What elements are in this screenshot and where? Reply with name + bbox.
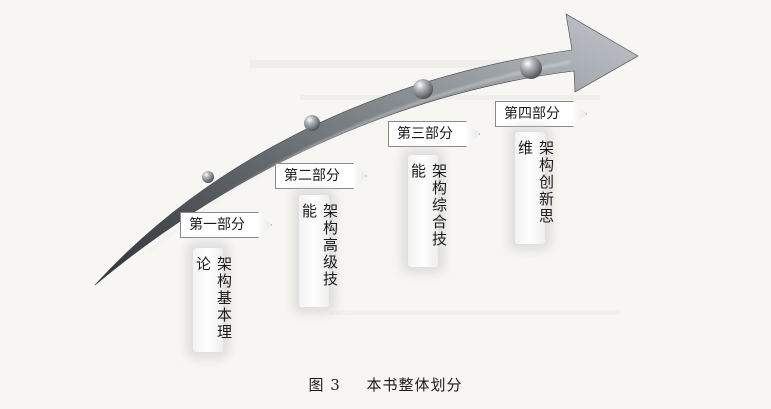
milestone-ball-4 <box>520 57 542 79</box>
part-1-tab: 第一部分 <box>180 212 272 238</box>
part-3-tab-label: 第三部分 <box>397 126 453 142</box>
part-3-content: 架构综合技能 <box>409 163 448 248</box>
part-2-content-box: 架构高级技能 <box>299 195 339 307</box>
part-3-tab: 第三部分 <box>388 121 480 147</box>
part-4-tab: 第四部分 <box>495 101 587 127</box>
figure-title: 本书整体划分 <box>366 376 463 394</box>
part-2-tab-label: 第二部分 <box>284 168 340 184</box>
arrow-body <box>94 13 639 286</box>
part-2-tab: 第二部分 <box>275 163 367 189</box>
part-3-content-box: 架构综合技能 <box>408 155 448 267</box>
part-1-tab-label: 第一部分 <box>189 217 245 233</box>
milestone-ball-3 <box>413 79 433 99</box>
background-noise <box>250 60 620 315</box>
figure-caption: 图 3 本书整体划分 <box>0 374 771 395</box>
part-1-content: 架构基本理论 <box>194 256 233 341</box>
part-1-content-box: 架构基本理论 <box>193 248 233 352</box>
milestone-ball-1 <box>202 171 214 183</box>
part-4-tab-label: 第四部分 <box>504 106 560 122</box>
milestone-markers <box>202 57 542 183</box>
figure-number: 图 3 <box>308 376 341 394</box>
milestone-ball-2 <box>304 115 320 131</box>
part-2-content: 架构高级技能 <box>300 203 339 288</box>
part-4-content-box: 架构创新思维 <box>515 132 555 244</box>
part-4-content: 架构创新思维 <box>516 140 555 225</box>
